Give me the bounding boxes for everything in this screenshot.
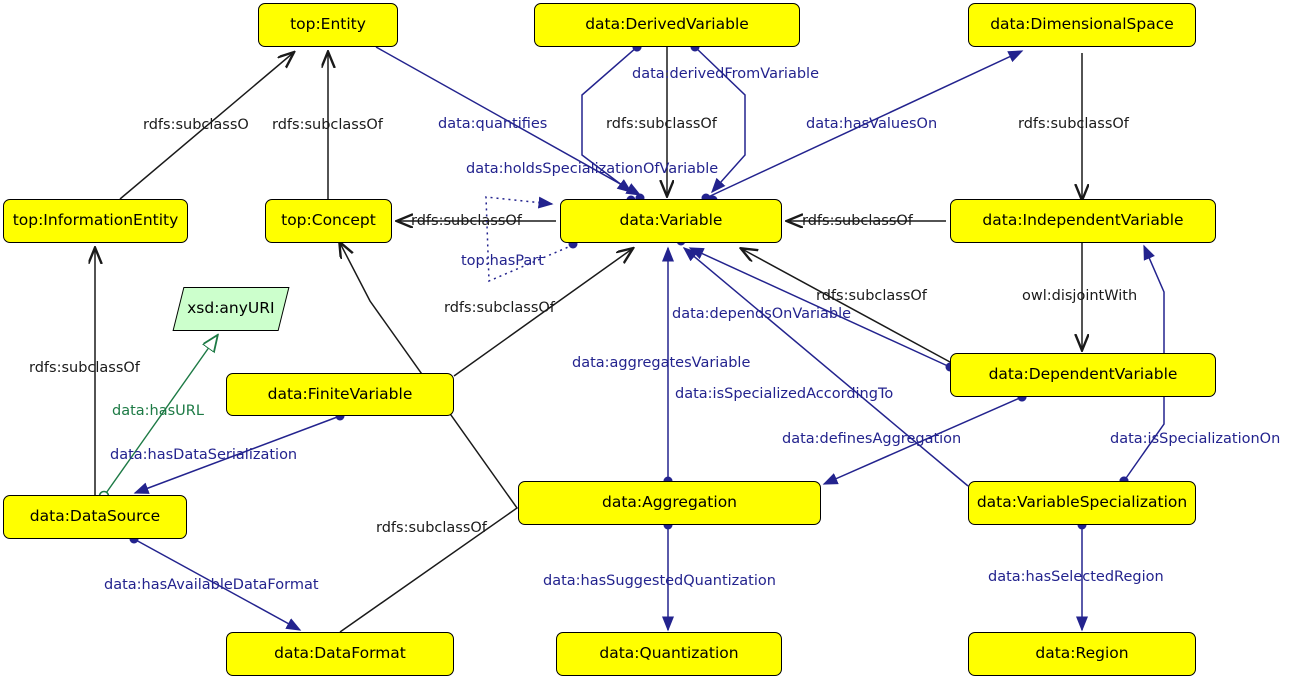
node-label: data:DimensionalSpace bbox=[990, 15, 1174, 34]
edge-hasvalueson bbox=[705, 50, 1024, 199]
edge-holdsspecializationofvariable bbox=[581, 46, 638, 193]
edge-label-derivedfromvariable: data:derivedFromVariable bbox=[632, 66, 819, 82]
edge-quantifies bbox=[375, 46, 642, 196]
edge-label-hasurl: data:hasURL bbox=[112, 403, 204, 419]
node-label: data:Aggregation bbox=[601, 493, 737, 512]
node-data-finitevariable[interactable]: data:FiniteVariable bbox=[226, 373, 454, 416]
edge-subclass-dataformat-concept bbox=[340, 243, 519, 633]
subclass-edges bbox=[95, 47, 1082, 633]
edge-label-hasdataserialization: data:hasDataSerialization bbox=[110, 447, 298, 463]
edge-label-owl-disjointwith: owl:disjointWith bbox=[1022, 288, 1138, 304]
node-data-aggregation[interactable]: data:Aggregation bbox=[518, 481, 821, 525]
edge-label-isspecializedaccordingto: data:isSpecializedAccordingTo bbox=[675, 386, 894, 402]
edge-label-dependsonvariable: data:dependsOnVariable bbox=[672, 306, 852, 322]
node-data-variable[interactable]: data:Variable bbox=[560, 199, 782, 243]
edge-label-subclass-concept-entity: rdfs:subclassOf bbox=[272, 117, 383, 133]
node-label: top:Entity bbox=[290, 15, 366, 34]
edge-definesaggregation bbox=[822, 396, 1023, 485]
edge-label-hasvalueson: data:hasValuesOn bbox=[806, 116, 938, 132]
node-data-dataformat[interactable]: data:DataFormat bbox=[226, 632, 454, 676]
edge-label-subclass-independentvariable-variable: rdfs:subclassOf bbox=[802, 213, 913, 229]
edge-dependsonvariable bbox=[688, 247, 951, 368]
object-property-edges bbox=[129, 42, 1165, 632]
edge-label-aggregatesvariable: data:aggregatesVariable bbox=[572, 355, 751, 371]
edge-label-subclass-variable-concept: rdfs:subclassOf bbox=[411, 213, 522, 229]
node-label: data:DataFormat bbox=[274, 644, 406, 663]
edge-hasurl bbox=[103, 336, 217, 497]
edge-label-definesaggregation: data:definesAggregation bbox=[782, 431, 962, 447]
node-label: data:FiniteVariable bbox=[267, 384, 413, 403]
node-label: data:Region bbox=[1035, 644, 1129, 663]
edge-label-subclass-independentvariable-dimensionalspace: rdfs:subclassOf bbox=[1018, 116, 1129, 132]
node-label: data:Quantization bbox=[599, 644, 739, 663]
node-label: top:Concept bbox=[281, 211, 376, 230]
edge-label-holdsspecializationofvariable: data:holdsSpecializationOfVariable bbox=[466, 161, 719, 177]
node-label: data:DataSource bbox=[29, 507, 161, 526]
node-label: data:VariableSpecialization bbox=[976, 493, 1188, 512]
node-label: xsd:anyURI bbox=[187, 299, 275, 318]
node-data-dependentvariable[interactable]: data:DependentVariable bbox=[950, 353, 1216, 397]
edge-label-isspecializationon: data:isSpecializationOn bbox=[1110, 431, 1281, 447]
edge-label-hasselectedregion: data:hasSelectedRegion bbox=[988, 569, 1164, 585]
node-data-variablespecialization[interactable]: data:VariableSpecialization bbox=[968, 481, 1196, 525]
node-label: data:DependentVariable bbox=[988, 365, 1178, 384]
node-label: top:InformationEntity bbox=[12, 211, 179, 230]
node-top-concept[interactable]: top:Concept bbox=[265, 199, 392, 243]
node-top-informationentity[interactable]: top:InformationEntity bbox=[3, 199, 188, 243]
node-label: data:Variable bbox=[619, 211, 723, 230]
edge-label-quantifies: data:quantifies bbox=[438, 116, 548, 132]
edge-label-subclass-dependentvariable-variable: rdfs:subclassOf bbox=[816, 288, 927, 304]
edge-subclass-dependentvariable-variable bbox=[742, 249, 951, 363]
node-data-derivedvariable[interactable]: data:DerivedVariable bbox=[534, 3, 800, 47]
edge-label-hassuggestedquantization: data:hasSuggestedQuantization bbox=[543, 573, 776, 589]
edge-label-subclass-datasource-informationentity: rdfs:subclassOf bbox=[29, 360, 140, 376]
node-label: data:IndependentVariable bbox=[982, 211, 1184, 230]
node-top-entity[interactable]: top:Entity bbox=[258, 3, 398, 47]
node-data-region[interactable]: data:Region bbox=[968, 632, 1196, 676]
node-data-independentvariable[interactable]: data:IndependentVariable bbox=[950, 199, 1216, 243]
edge-label-subclass-dataformat-concept: rdfs:subclassOf bbox=[376, 520, 487, 536]
node-data-dimensionalspace[interactable]: data:DimensionalSpace bbox=[968, 3, 1196, 47]
edge-label-subclass-informationentity-entity: rdfs:subclassO bbox=[143, 117, 249, 133]
edge-label-subclass-derivedvariable-variable: rdfs:subclassOf bbox=[606, 116, 717, 132]
edge-label-haspart: top:hasPart bbox=[461, 253, 544, 269]
edge-hasavailabledataformat bbox=[133, 538, 302, 631]
datatype-property-edges bbox=[98, 336, 218, 502]
edge-isspecializedaccordingto bbox=[682, 247, 969, 487]
edge-subclass-finitevariable-variable bbox=[453, 249, 632, 377]
node-xsd-anyuri[interactable]: xsd:anyURI bbox=[172, 287, 290, 331]
edge-hasdataserialization bbox=[133, 415, 341, 494]
edge-subclass-informationentity-entity bbox=[119, 53, 293, 200]
node-data-datasource[interactable]: data:DataSource bbox=[3, 495, 187, 539]
edge-label-subclass-finitevariable-variable: rdfs:subclassOf bbox=[444, 300, 555, 316]
edge-derivedfromvariable bbox=[694, 46, 746, 194]
node-label: data:DerivedVariable bbox=[585, 15, 749, 34]
node-data-quantization[interactable]: data:Quantization bbox=[556, 632, 782, 676]
edge-label-hasavailabledataformat: data:hasAvailableDataFormat bbox=[104, 577, 319, 593]
